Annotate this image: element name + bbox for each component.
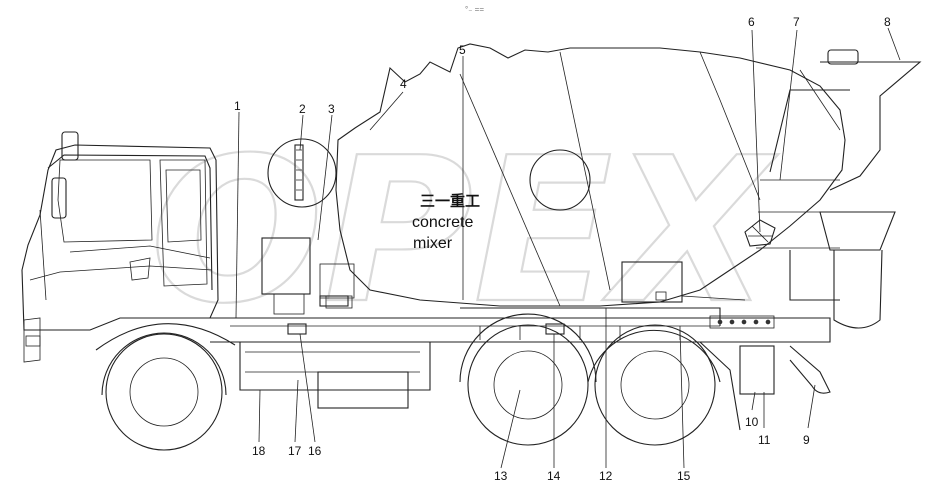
callout-18: 18 bbox=[252, 444, 266, 458]
callout-17: 17 bbox=[288, 444, 302, 458]
callout-5: 5 bbox=[459, 43, 466, 57]
water-tank bbox=[267, 138, 337, 208]
drum-text-line2: mixer bbox=[413, 235, 453, 252]
callout-12: 12 bbox=[599, 469, 613, 483]
callout-11: 11 bbox=[758, 433, 771, 447]
callout-numbers: 1 2 3 4 5 6 7 8 9 10 11 12 13 14 15 16 1… bbox=[234, 15, 891, 483]
callout-7: 7 bbox=[793, 15, 800, 29]
callout-6: 6 bbox=[748, 15, 755, 29]
drum-text-line1: concrete bbox=[412, 214, 473, 231]
leader-lines bbox=[235, 27, 901, 469]
tail-lights bbox=[709, 315, 775, 329]
drum-brand-text: 三一重工 bbox=[420, 192, 480, 210]
chassis-frame bbox=[210, 307, 831, 431]
rear-wheels bbox=[459, 313, 721, 446]
drum-label: 三一重工 concrete mixer bbox=[412, 192, 480, 252]
truck-cab bbox=[21, 131, 219, 363]
hydraulic-pump bbox=[261, 237, 355, 315]
frame-clamps bbox=[287, 295, 565, 335]
header-mark: °₋ == bbox=[465, 5, 484, 14]
callout-1: 1 bbox=[234, 99, 241, 113]
callout-4: 4 bbox=[400, 77, 407, 91]
callout-16: 16 bbox=[308, 444, 322, 458]
mixer-drum bbox=[335, 43, 846, 307]
callout-13: 13 bbox=[494, 469, 508, 483]
callout-2: 2 bbox=[299, 102, 306, 116]
rear-mount bbox=[621, 261, 746, 303]
valve-assembly bbox=[744, 219, 776, 247]
callout-3: 3 bbox=[328, 102, 335, 116]
front-wheel bbox=[95, 323, 236, 451]
callout-14: 14 bbox=[547, 469, 561, 483]
callout-10: 10 bbox=[745, 415, 759, 429]
watermark-logo: OPEX bbox=[150, 115, 779, 348]
callout-8: 8 bbox=[884, 15, 891, 29]
callout-15: 15 bbox=[677, 469, 691, 483]
callout-9: 9 bbox=[803, 433, 810, 447]
